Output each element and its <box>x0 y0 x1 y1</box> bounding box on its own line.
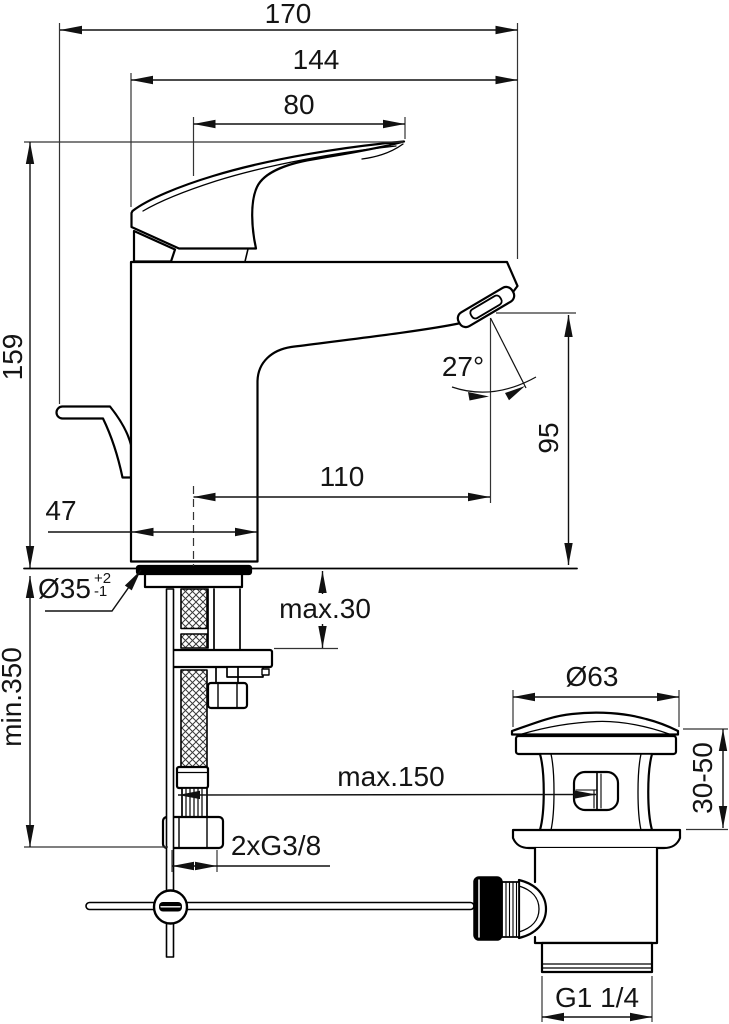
waste-plug <box>510 711 680 736</box>
dim-label-144: 144 <box>292 44 340 75</box>
dim-label-170: 170 <box>264 0 312 29</box>
dim-max150-line <box>177 790 597 800</box>
handle-highlight <box>142 145 397 212</box>
faucet-object <box>23 140 682 974</box>
dim-label-g38: 2xG3/8 <box>230 830 322 861</box>
inlet-cap <box>517 878 548 940</box>
waste-lower-flange <box>511 828 682 850</box>
shank-tube <box>207 588 241 651</box>
dim-label-80: 80 <box>283 89 315 120</box>
inlet-locknut <box>473 876 503 941</box>
dim-label-95: 95 <box>533 422 564 454</box>
popup-rod-horizontal <box>85 901 475 911</box>
waste-slot <box>572 770 620 812</box>
angle-arc <box>451 376 537 393</box>
hose-braid-lower <box>180 669 208 768</box>
shank-nut <box>206 681 249 710</box>
base-plinth <box>143 572 244 589</box>
cartridge-cover <box>132 229 177 263</box>
base-gasket <box>135 564 253 576</box>
handle-tip-line <box>361 143 404 160</box>
waste-tailpipe <box>540 941 654 974</box>
dim-label-159: 159 <box>0 333 28 381</box>
dim-label-min350: min.350 <box>0 647 27 747</box>
hose-braid-upper <box>180 588 208 649</box>
dim-label-max150: max.150 <box>337 761 445 792</box>
dia35-leader <box>45 569 142 612</box>
faucet-body <box>129 260 519 563</box>
handle-lever <box>130 140 406 250</box>
dim-label-47: 47 <box>45 495 77 526</box>
tolerance-minus: -1 <box>93 583 108 600</box>
dim-label-g114: G1 1/4 <box>554 982 640 1013</box>
waste-assembly <box>473 711 682 974</box>
dimension-lines <box>25 25 728 1022</box>
dim-label-hole-diameter: Ø35 +2 -1 <box>38 570 112 604</box>
tolerance-plus: +2 <box>93 570 112 587</box>
waste-flange <box>514 734 678 756</box>
angle-ray <box>489 317 527 389</box>
body-notch <box>244 248 249 263</box>
dim-label-angle: 27° <box>441 351 485 382</box>
dim-label-63: Ø63 <box>565 661 619 692</box>
hose-nut <box>161 815 225 850</box>
hole-diameter-value: Ø35 <box>38 573 91 604</box>
hole-diameter-tolerance: +2 -1 <box>93 570 112 600</box>
hose-ferrule <box>175 765 210 790</box>
dim-label-3050: 30-50 <box>687 742 718 814</box>
mounting-flange <box>170 648 274 669</box>
popup-rod-vertical <box>165 588 175 958</box>
aerator <box>456 285 516 329</box>
dim-label-110: 110 <box>319 461 365 492</box>
handle-rear-hook <box>55 405 133 479</box>
dim-label-max30: max.30 <box>274 594 376 624</box>
